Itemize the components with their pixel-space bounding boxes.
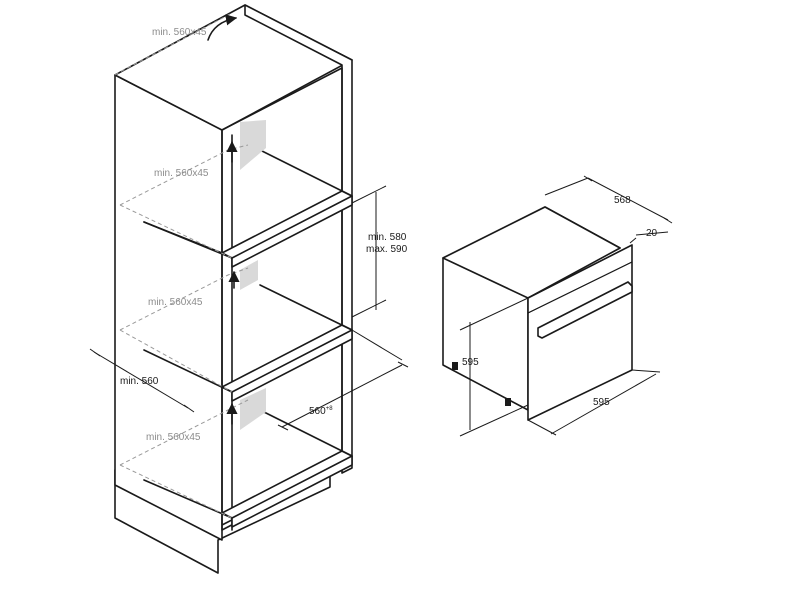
tall-cabinet — [114, 4, 353, 574]
labels: min. 560x45 min. 560x45 min. 560x45 min.… — [120, 27, 658, 443]
oven-top-panel — [442, 206, 621, 299]
depth-label: 560+8 — [309, 406, 333, 417]
oven-width-label: 595 — [593, 397, 610, 408]
oven-door-handle — [537, 281, 633, 339]
oven-depth-label: 568 — [614, 195, 631, 206]
oven-height-label: 595 — [462, 357, 479, 368]
oven-foot — [452, 362, 458, 370]
niche-height-min-label: min. 580 — [368, 232, 407, 243]
vent-label-middle: min. 560x45 — [148, 297, 203, 308]
vent-grille-upper — [240, 120, 266, 170]
airflow-arrow-top — [207, 14, 238, 41]
airflow-arrows — [207, 14, 240, 425]
cabinet-back-panel — [244, 4, 353, 474]
oven-dimensions — [459, 175, 673, 437]
oven — [442, 206, 633, 421]
vent-label-upper: min. 560x45 — [154, 168, 209, 179]
oven-foot — [505, 398, 511, 406]
oven-front-thickness-label: 20 — [646, 228, 658, 239]
width-min-label: min. 560 — [120, 376, 159, 387]
vent-label-bottom: min. 560x45 — [146, 432, 201, 443]
vent-grille-middle — [240, 260, 258, 290]
cabinet-dimensions — [89, 185, 409, 431]
vent-grille-bottom — [240, 388, 266, 430]
vent-label-top: min. 560x45 — [152, 27, 207, 38]
niche-height-max-label: max. 590 — [366, 244, 408, 255]
